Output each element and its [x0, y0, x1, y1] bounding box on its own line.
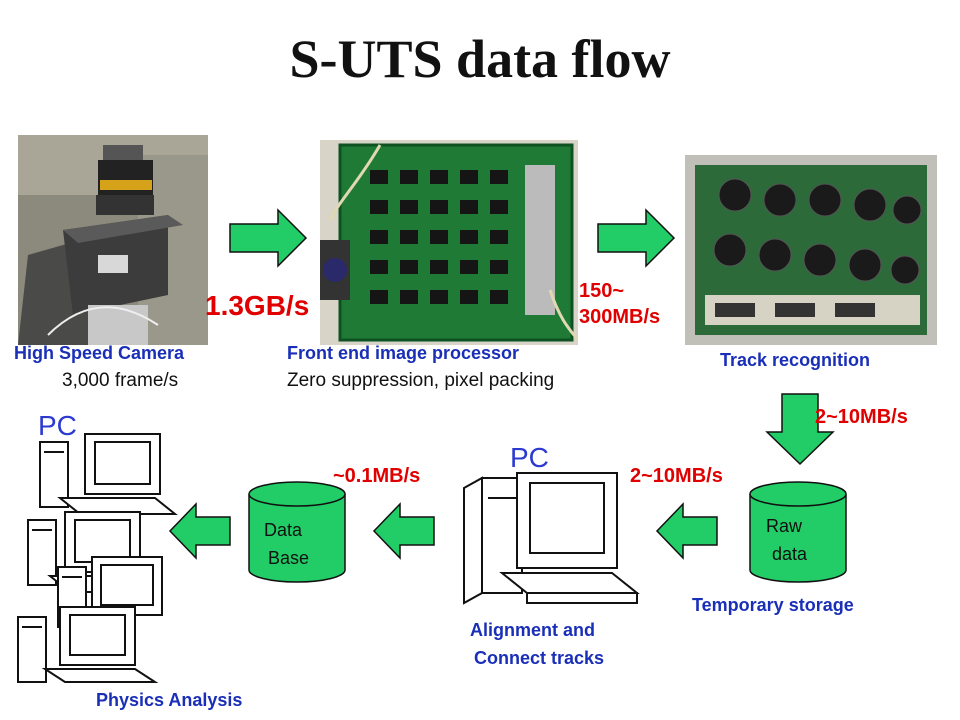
alignment-pc-label: PC: [510, 442, 549, 473]
camera-frame-rate: 3,000 frame/s: [62, 370, 179, 391]
rate-storage-pc: 2~10MB/s: [630, 465, 723, 487]
raw-data-cylinder: [749, 481, 847, 583]
temporary-storage-label: Temporary storage: [692, 595, 854, 615]
rate-frontend-track-1: 150~: [579, 280, 625, 302]
frontend-board-photo: [320, 140, 578, 345]
physics-analysis-label: Physics Analysis: [96, 690, 243, 710]
camera-label: High Speed Camera: [14, 343, 185, 363]
raw-data-line2: data: [772, 544, 808, 564]
rate-pc-db: ~0.1MB/s: [333, 465, 421, 487]
camera-photo: [18, 135, 208, 345]
frontend-label: Front end image processor: [287, 343, 520, 363]
arrow-left-3: [168, 502, 231, 560]
raw-data-line1: Raw: [766, 516, 803, 536]
rate-camera-frontend: 1.3GB/s: [205, 290, 310, 321]
physics-pc-label: PC: [38, 410, 77, 441]
track-recognition-photo: [685, 155, 937, 345]
page-title: S-UTS data flow: [289, 29, 671, 89]
track-recognition-label: Track recognition: [720, 350, 871, 370]
frontend-description: Zero suppression, pixel packing: [287, 370, 555, 391]
physics-pc-stack-icon: [17, 433, 178, 683]
database-line2: Base: [268, 548, 310, 568]
arrow-left-1: [655, 502, 718, 560]
arrow-down: [765, 393, 835, 466]
database-cylinder: [248, 481, 346, 583]
arrow-right-2: [597, 208, 676, 268]
alignment-label-line1: Alignment and: [470, 620, 595, 640]
database-line1: Data: [264, 520, 303, 540]
rate-track-storage: 2~10MB/s: [815, 406, 908, 428]
alignment-label-line2: Connect tracks: [474, 648, 605, 668]
arrow-right-1: [229, 208, 308, 268]
arrow-left-2: [372, 502, 435, 560]
rate-frontend-track-2: 300MB/s: [579, 306, 661, 328]
alignment-pc-icon: [463, 472, 640, 605]
